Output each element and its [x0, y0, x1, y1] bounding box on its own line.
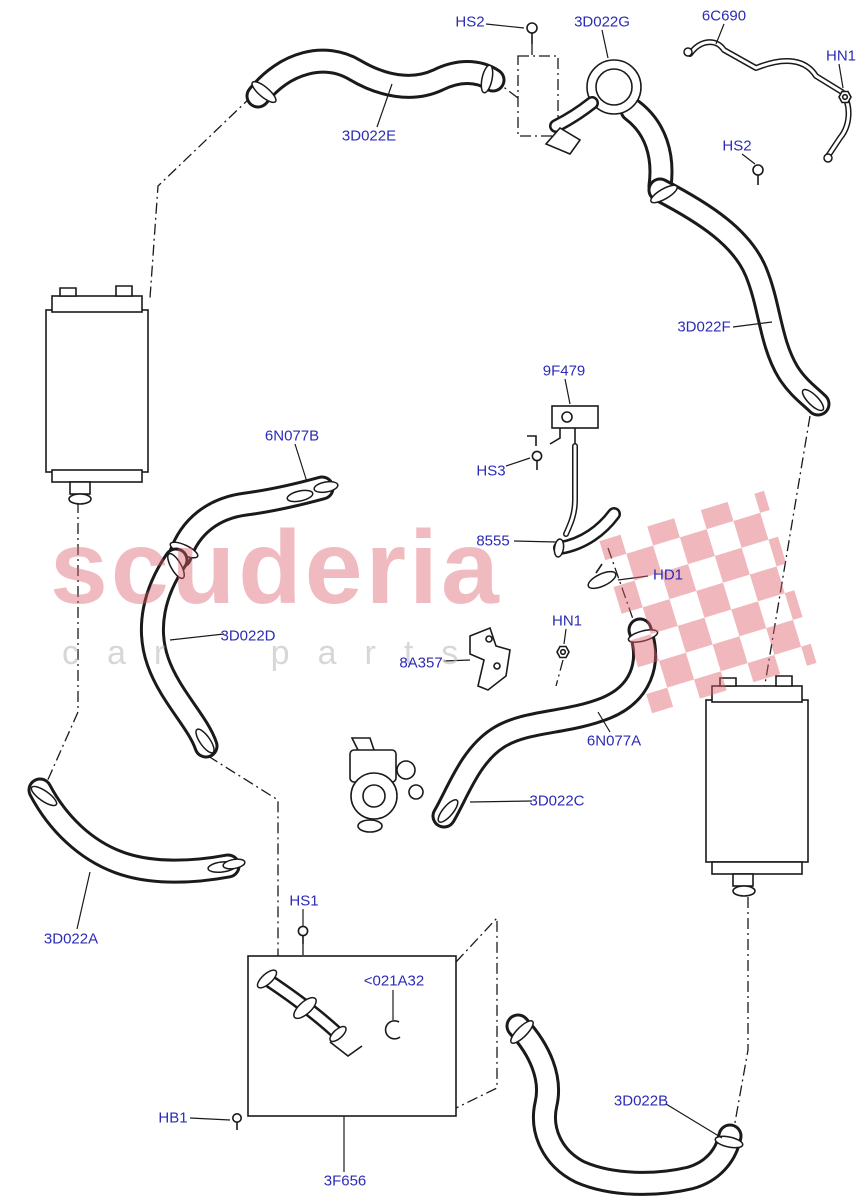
watermark-flag: [599, 490, 817, 714]
hose-3d022d: [140, 547, 219, 759]
nut-hn1-top: [838, 90, 852, 104]
label-hs2-right: HS2: [722, 137, 752, 155]
screw-hs1: [297, 925, 309, 944]
hose-3d022f: [647, 177, 831, 417]
label-6n077b: 6N077B: [264, 427, 320, 445]
hose-3d022e: [245, 48, 506, 109]
hose-3d022b: [505, 1013, 744, 1196]
bracket-8a357: [469, 626, 511, 691]
label-hd1: HD1: [652, 566, 684, 584]
label-6n077a: 6N077A: [586, 732, 642, 750]
label-9f479: 9F479: [542, 362, 586, 380]
label-hn1-center: HN1: [551, 612, 583, 630]
hose-6n077b: [167, 475, 339, 569]
label-021a32: <021A32: [363, 972, 425, 990]
label-hn1-top: HN1: [825, 47, 857, 65]
label-3d022g: 3D022G: [574, 13, 630, 31]
label-3d022d: 3D022D: [220, 627, 276, 645]
label-hs1: HS1: [289, 892, 319, 910]
screw-hs2-top: [526, 22, 538, 44]
label-hs2-top: HS2: [455, 13, 485, 31]
leader-lines: [76, 23, 844, 1172]
hose-3d022a: [27, 777, 246, 884]
label-6c690: 6C690: [701, 7, 747, 25]
label-3f656: 3F656: [323, 1172, 367, 1190]
sensor-9f479: [549, 405, 599, 537]
screw-hs2-right: [752, 164, 764, 185]
screw-hb1: [232, 1113, 243, 1130]
label-3d022f: 3D022F: [677, 318, 731, 336]
label-hb1: HB1: [158, 1109, 188, 1127]
label-3d022e: 3D022E: [341, 127, 397, 145]
screw-hs3: [527, 435, 543, 470]
pipe-8555: [553, 507, 621, 558]
label-8a357: 8A357: [399, 654, 443, 672]
label-3d022a: 3D022A: [43, 930, 99, 948]
label-3d022c: 3D022C: [529, 792, 585, 810]
pump-assembly: [349, 737, 424, 833]
duct-3d022g: [544, 59, 674, 199]
pipe-6c690: [683, 39, 852, 163]
label-hs3: HS3: [476, 462, 506, 480]
nut-hn1-center: [556, 645, 570, 659]
assembly-3f656: [247, 955, 457, 1117]
label-8555: 8555: [476, 532, 510, 550]
label-3d022b: 3D022B: [613, 1092, 669, 1110]
intercooler-left: [45, 285, 149, 505]
intercooler-right: [705, 675, 809, 897]
